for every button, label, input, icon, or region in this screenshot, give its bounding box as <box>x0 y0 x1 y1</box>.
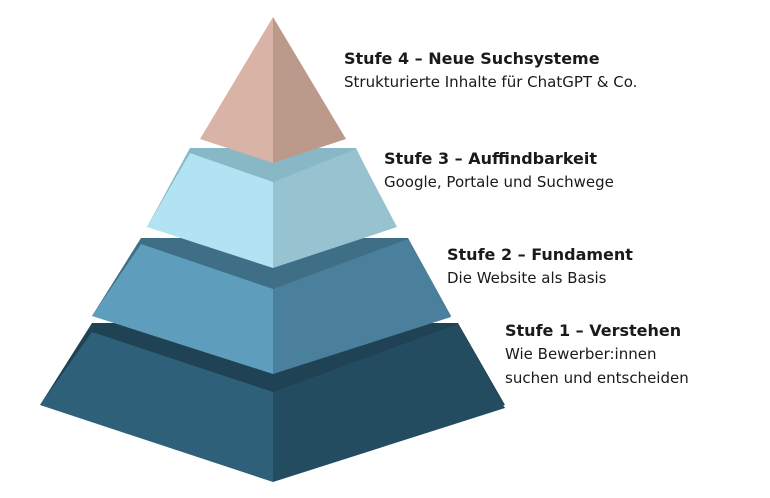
level-1-description-line-2: suchen und entscheiden <box>505 369 689 387</box>
level-2-right-face <box>273 239 451 374</box>
level-1-right-face <box>273 324 505 482</box>
level-3-label: Stufe 3 – Auffindbarkeit Google, Portale… <box>384 148 614 194</box>
level-3-title: Stufe 3 – Auffindbarkeit <box>384 149 598 168</box>
level-2-title: Stufe 2 – Fundament <box>447 245 633 264</box>
level-3-left-face <box>147 153 273 268</box>
level-2-description: Die Website als Basis <box>447 269 607 287</box>
level-1-title: Stufe 1 – Verstehen <box>505 321 682 340</box>
level-4-label: Stufe 4 – Neue Suchsysteme Strukturierte… <box>344 48 637 94</box>
level-3-description: Google, Portale und Suchwege <box>384 173 614 191</box>
level-1-description-line-1: Wie Bewerber:innen <box>505 345 657 363</box>
pyramid-level-4 <box>200 17 346 163</box>
level-4-title: Stufe 4 – Neue Suchsysteme <box>344 49 600 68</box>
level-4-description: Strukturierte Inhalte für ChatGPT & Co. <box>344 73 638 91</box>
level-1-left-face <box>40 332 273 482</box>
level-4-left-face <box>200 17 273 163</box>
pyramid-level-2 <box>92 238 451 374</box>
pyramid-level-3 <box>147 148 397 268</box>
level-2-label: Stufe 2 – Fundament Die Website als Basi… <box>447 244 633 290</box>
level-2-left-face <box>92 244 273 374</box>
level-4-right-face <box>273 17 346 163</box>
level-3-right-face <box>273 149 397 268</box>
level-1-label: Stufe 1 – Verstehen Wie Bewerber:innen s… <box>505 320 689 390</box>
